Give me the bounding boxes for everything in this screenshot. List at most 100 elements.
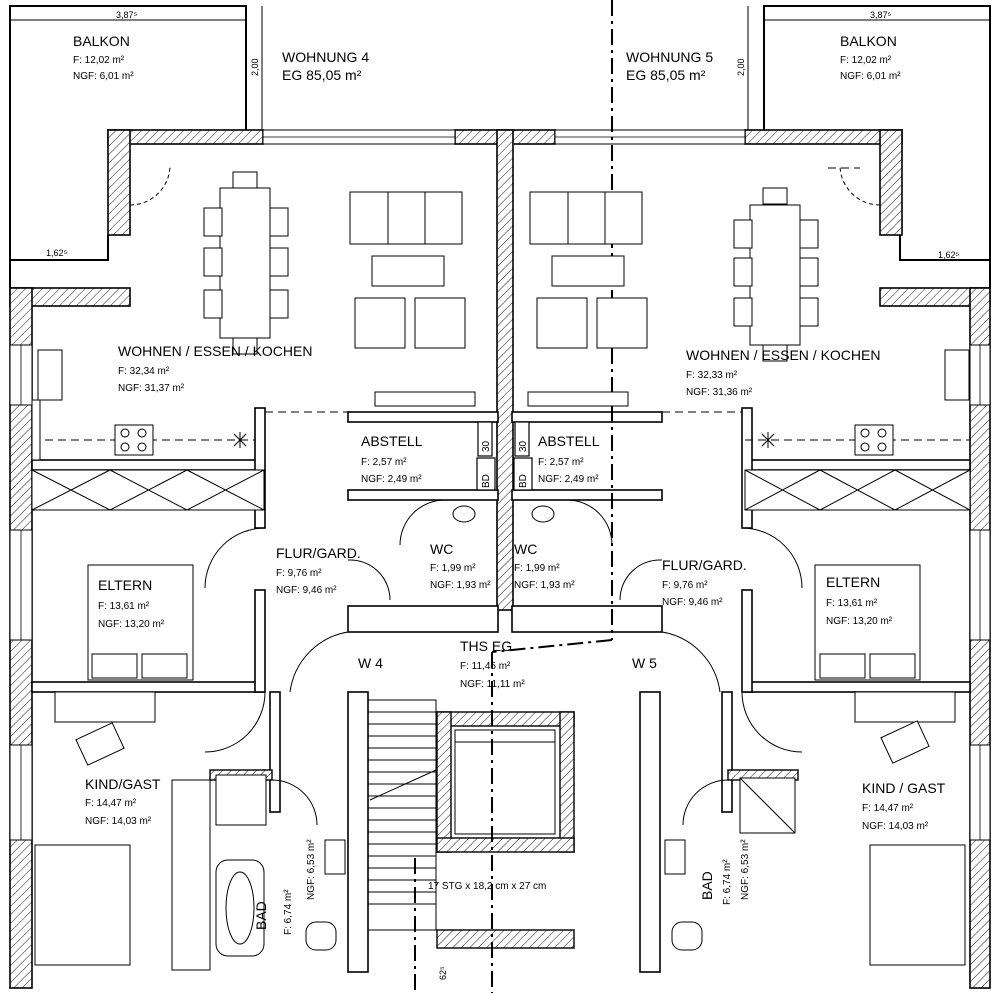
dim-balkon-depth-right: 2,00 <box>736 58 746 76</box>
beds <box>34 564 966 966</box>
bd-tag-left: BD <box>481 474 492 488</box>
dim-balkon-step-right: 1,62⁵ <box>938 250 960 260</box>
room-name: ABSTELL <box>361 433 423 449</box>
room-ngf: NGF: 31,37 m² <box>118 383 185 394</box>
bathroom-area-left: F: 6,74 m² <box>283 889 294 935</box>
room-name: WC <box>430 541 453 557</box>
dim-balkon-depth-left: 2,00 <box>250 58 260 76</box>
tag-30-left: 30 <box>481 440 492 452</box>
wardrobes <box>31 469 971 971</box>
exterior-walls <box>9 129 991 989</box>
room-ngf: NGF: 9,46 m² <box>276 585 337 596</box>
svg-text:NGF: 6,53 m²: NGF: 6,53 m² <box>740 839 751 900</box>
bathroom-area-right: F: 6,74 m² <box>722 859 733 905</box>
room-ngf: NGF: 1,93 m² <box>430 580 491 591</box>
room-name: BALKON <box>73 33 130 49</box>
svg-text:BAD: BAD <box>699 871 715 900</box>
duct-boxes <box>476 421 533 491</box>
dim-balkon-width-left: 3,87⁵ <box>116 10 138 20</box>
asterisks <box>233 432 775 448</box>
dimension-lines <box>10 6 990 261</box>
dim-balkon-step-left: 1,62⁵ <box>46 248 68 258</box>
room-area: F: 32,33 m² <box>686 370 738 381</box>
svg-text:NGF: 6,53 m²: NGF: 6,53 m² <box>306 839 317 900</box>
svg-text:BD: BD <box>481 474 492 488</box>
room-area: F: 14,47 m² <box>862 803 914 814</box>
window-glazing <box>20 136 981 840</box>
room-area: F: 11,45 m² <box>460 661 511 672</box>
room-area: F: 2,57 m² <box>538 457 584 468</box>
cooktops <box>120 428 887 452</box>
dim-bottom: 62⁵ <box>438 966 448 980</box>
room-name: KIND / GAST <box>862 780 946 796</box>
room-ngf: NGF: 11,11 m² <box>460 679 525 690</box>
bathroom-ngf-left: NGF: 6,53 m² <box>306 839 317 900</box>
bathroom-label-left: BAD <box>253 901 269 930</box>
room-area: F: 9,76 m² <box>276 568 322 579</box>
entry-w5: W 5 <box>632 655 657 671</box>
bathroom-fixtures <box>215 505 796 957</box>
room-area: F: 32,34 m² <box>118 366 170 377</box>
room-ngf: NGF: 2,49 m² <box>538 474 599 485</box>
svg-text:BAD: BAD <box>253 901 269 930</box>
room-ngf: NGF: 9,46 m² <box>662 597 723 608</box>
room-ngf: NGF: 13,20 m² <box>826 616 893 627</box>
room-name: ABSTELL <box>538 433 600 449</box>
interior-walls <box>31 407 971 973</box>
svg-text:BD: BD <box>518 474 529 488</box>
room-name: ELTERN <box>826 574 880 590</box>
apartment-4-area: EG 85,05 m² <box>282 67 362 83</box>
room-name: WOHNEN / ESSEN / KOCHEN <box>118 343 312 359</box>
room-name: WOHNEN / ESSEN / KOCHEN <box>686 347 880 363</box>
room-name: FLUR/GARD. <box>276 545 361 561</box>
room-ngf: NGF: 31,36 m² <box>686 387 753 398</box>
room-area: F: 12,02 m² <box>73 55 125 66</box>
bathroom-ngf-right: NGF: 6,53 m² <box>740 839 751 900</box>
svg-text:30: 30 <box>481 440 492 452</box>
bd-tag-right: BD <box>518 474 529 488</box>
bathroom-label-right: BAD <box>699 871 715 900</box>
staircase <box>367 699 556 931</box>
svg-text:F: 6,74 m²: F: 6,74 m² <box>283 889 294 935</box>
kitchen-counters <box>31 349 970 461</box>
room-ngf: NGF: 14,03 m² <box>862 821 929 832</box>
desks <box>54 691 956 766</box>
room-ngf: NGF: 14,03 m² <box>85 816 152 827</box>
room-area: F: 13,61 m² <box>826 598 878 609</box>
room-area: F: 12,02 m² <box>840 55 892 66</box>
room-name: KIND/GAST <box>85 776 161 792</box>
room-area: F: 1,99 m² <box>514 563 560 574</box>
room-name: ELTERN <box>98 577 152 593</box>
room-ngf: NGF: 1,93 m² <box>514 580 575 591</box>
room-area: F: 14,47 m² <box>85 798 137 809</box>
apartment-5-area: EG 85,05 m² <box>626 67 706 83</box>
door-swings <box>129 164 881 826</box>
balcony-right <box>763 5 991 288</box>
svg-text:30: 30 <box>518 440 529 452</box>
apartment-4-title: WOHNUNG 4 <box>282 49 369 65</box>
room-name: BALKON <box>840 33 897 49</box>
room-name: FLUR/GARD. <box>662 557 747 573</box>
room-labels: BALKON F: 12,02 m² NGF: 6,01 m² BALKON F… <box>73 33 946 832</box>
dining-sets <box>203 171 819 362</box>
room-area: F: 2,57 m² <box>361 457 407 468</box>
room-name: WC <box>514 541 537 557</box>
svg-text:F: 6,74 m²: F: 6,74 m² <box>722 859 733 905</box>
stair-core-walls <box>209 711 799 949</box>
dim-balkon-width-right: 3,87⁵ <box>870 10 892 20</box>
room-ngf: NGF: 2,49 m² <box>361 474 422 485</box>
room-name: THS EG <box>460 638 512 654</box>
room-area: F: 1,99 m² <box>430 563 476 574</box>
room-ngf: NGF: 13,20 m² <box>98 619 165 630</box>
room-area: F: 13,61 m² <box>98 601 150 612</box>
stairs-label: 17 STG x 18,2 cm x 27 cm <box>428 881 546 892</box>
room-ngf: NGF: 6,01 m² <box>73 71 134 82</box>
living-furniture <box>349 191 648 407</box>
room-ngf: NGF: 6,01 m² <box>840 71 901 82</box>
tag-30-right: 30 <box>518 440 529 452</box>
room-area: F: 9,76 m² <box>662 580 708 591</box>
entry-w4: W 4 <box>358 655 383 671</box>
apartment-5-title: WOHNUNG 5 <box>626 49 713 65</box>
